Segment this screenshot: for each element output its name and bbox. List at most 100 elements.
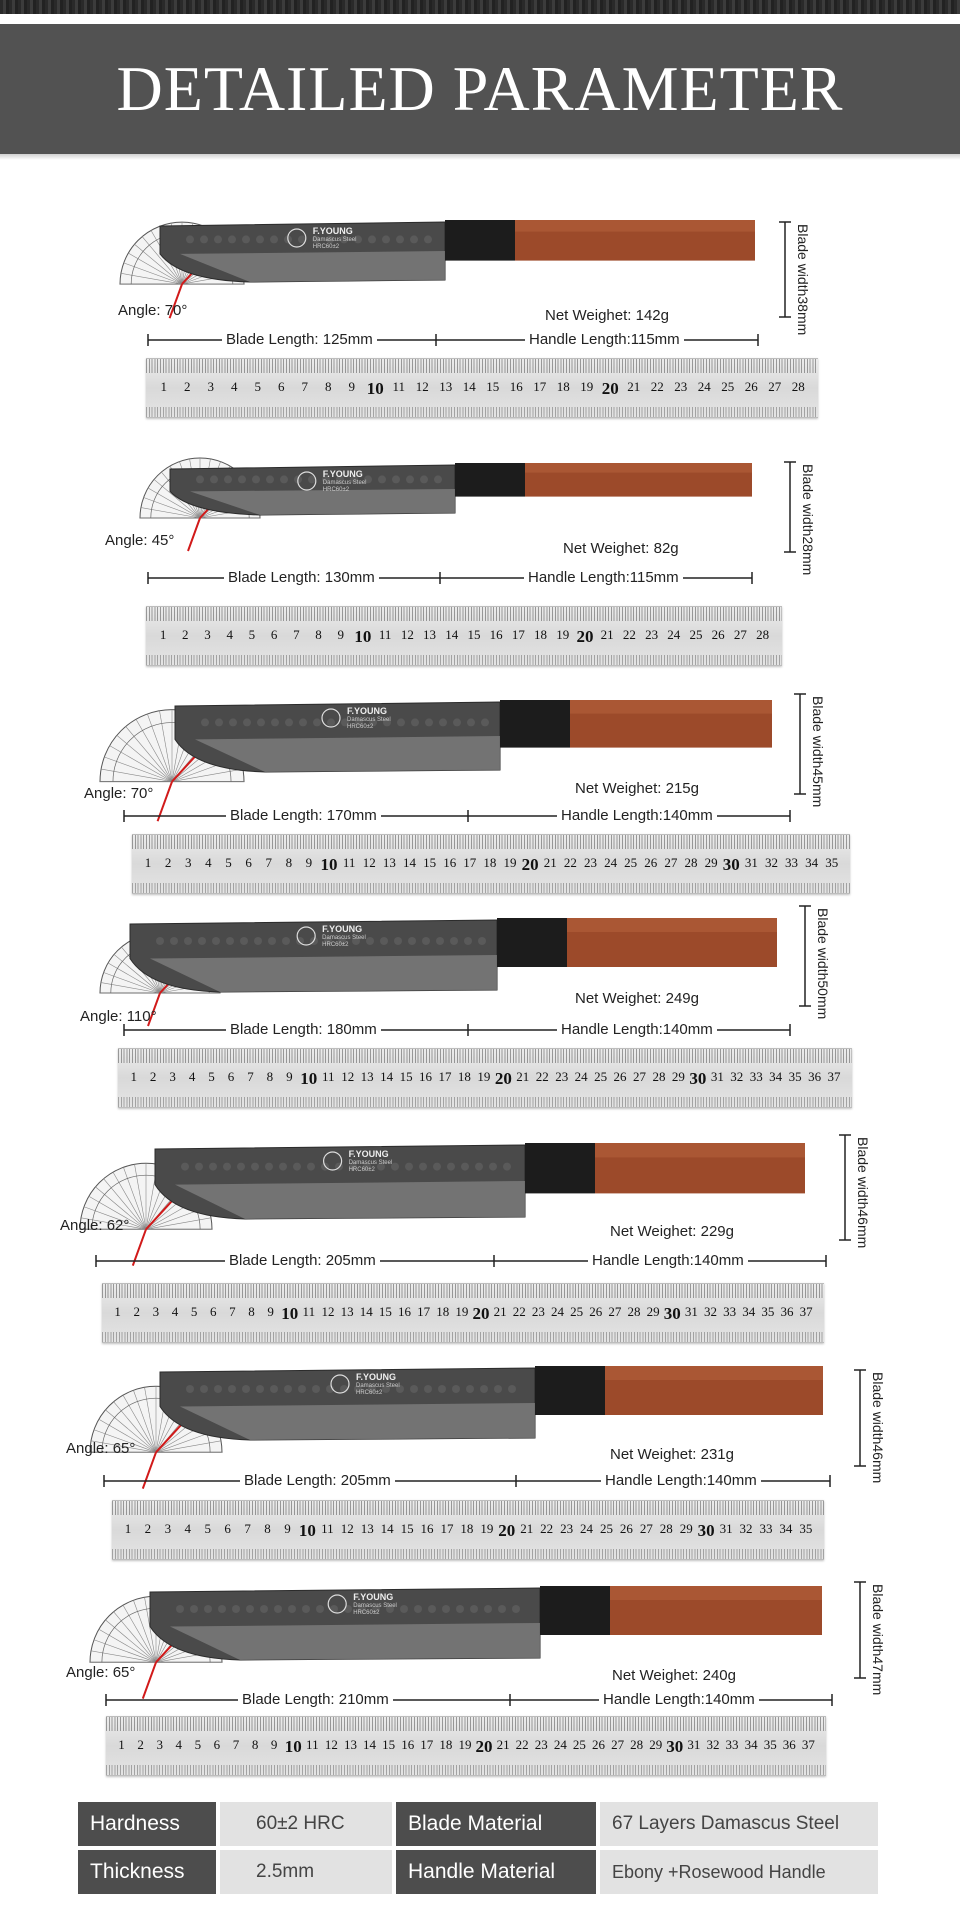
brand-line-2: HRC60±2 [322,487,350,493]
ruler-number: 10 [298,1521,316,1540]
brand-line-1: Damascus Steel [356,1383,400,1389]
ruler-number: 6 [278,379,285,394]
ruler-number: 18 [556,379,570,394]
ruler-number: 2 [133,1304,140,1319]
ruler-number: 22 [650,379,664,394]
angle-label: Angle: 65° [66,1440,136,1457]
ruler-number: 13 [360,1069,374,1084]
ruler-number: 3 [204,627,211,642]
knife-bolster [500,700,570,748]
ruler-number: 10 [300,1069,318,1088]
brand-name: F.YOUNG [312,226,353,236]
header-banner: DETAILED PARAMETER [0,24,960,154]
ruler-number: 19 [580,379,594,394]
ruler-number: 11 [392,379,406,394]
handle-material-value: Ebony +Rosewood Handle [600,1850,878,1894]
ruler-number: 18 [460,1521,474,1536]
ruler-number: 25 [570,1304,584,1319]
ruler-number: 28 [627,1304,641,1319]
ruler-number: 12 [321,1304,335,1319]
ruler-number: 6 [213,1737,221,1752]
ruler-bottom-ticks [146,655,782,665]
ruler-number: 19 [480,1521,494,1536]
ruler-number: 28 [684,855,698,870]
blade-width-value: 28mm [800,536,816,576]
ruler-number: 33 [759,1521,773,1536]
ruler-number: 25 [572,1737,586,1752]
ruler-number: 27 [639,1521,653,1536]
blade-width-label: Blade width46mm [855,1137,871,1248]
ruler-number: 22 [540,1521,554,1536]
ruler-number: 19 [556,627,570,642]
ruler-number: 8 [325,379,332,394]
ruler-number: 14 [363,1737,377,1752]
ruler-number: 25 [599,1521,613,1536]
ruler-bottom-ticks [146,407,818,417]
ruler-number: 31 [744,855,758,870]
handle-length-label: Handle Length:140mm [588,1252,748,1270]
ruler-number: 36 [782,1737,796,1752]
ruler-number: 24 [697,379,711,394]
ruler-number: 8 [251,1737,259,1752]
net-weight-label: Net Weighet: 240g [612,1667,736,1684]
ruler-number: 3 [164,1521,172,1536]
ruler-number: 4 [171,1304,179,1319]
ruler-number: 37 [827,1069,841,1084]
ruler-number: 35 [825,855,839,870]
spec-row-2: Thickness 2.5mm Handle Material Ebony +R… [78,1850,882,1894]
ruler-number: 23 [674,379,688,394]
ruler-number: 15 [423,855,437,870]
blade-length-label: Blade Length: 170mm [226,807,381,825]
ruler-number: 31 [710,1069,724,1084]
blade-width-value: 38mm [795,296,811,336]
ruler-number: 2 [164,855,172,870]
ruler-number: 10 [281,1304,299,1323]
ruler-number: 1 [118,1737,125,1752]
ruler-number: 6 [245,855,252,870]
ruler-number: 24 [574,1069,588,1084]
ruler-number: 21 [520,1521,534,1536]
ruler-number: 17 [438,1069,452,1084]
ruler-number: 9 [337,627,344,642]
ruler-number: 2 [184,379,191,394]
ruler-bottom-ticks [132,883,850,893]
ruler-number: 4 [175,1737,183,1752]
handle-material-label: Handle Material [396,1850,596,1894]
ruler-number: 31 [719,1521,733,1536]
ruler-number: 3 [152,1304,160,1319]
blade-length-label: Blade Length: 205mm [240,1472,395,1490]
ruler-number: 5 [254,379,262,394]
knife-illustration [89,1581,866,1706]
brand-logo-icon [330,1374,350,1394]
ruler-number: 7 [301,379,309,394]
ruler-number: 37 [799,1304,813,1319]
ruler-number: 3 [156,1737,163,1752]
ruler-number: 22 [512,1304,526,1319]
brand-logo-icon [296,926,316,946]
ruler-number: 15 [382,1737,396,1752]
ruler-number: 12 [340,1521,354,1536]
brand-line-1: Damascus Steel [322,480,367,486]
ruler-number: 21 [493,1304,507,1319]
ruler-number: 33 [785,855,799,870]
ruler-number: 7 [247,1069,254,1084]
ruler-number: 34 [742,1304,756,1319]
ruler-top-ticks [102,1284,824,1298]
brand-line-2: HRC60±2 [322,942,349,948]
ruler-number: 9 [284,1521,291,1536]
ruler-number: 25 [624,855,638,870]
blade-material-value: 67 Layers Damascus Steel [600,1802,878,1846]
brand-line-1: Damascus Steel [348,1160,393,1166]
ruler-number: 10 [354,627,372,646]
ruler-number: 8 [315,627,322,642]
ruler-number: 3 [169,1069,176,1084]
blade-width-value: 46mm [870,1444,886,1484]
ruler-number: 14 [462,379,476,394]
ruler-top-ticks [132,835,850,849]
handle-length-label: Handle Length:115mm [524,569,683,587]
blade-width-label: Blade width45mm [810,696,826,807]
